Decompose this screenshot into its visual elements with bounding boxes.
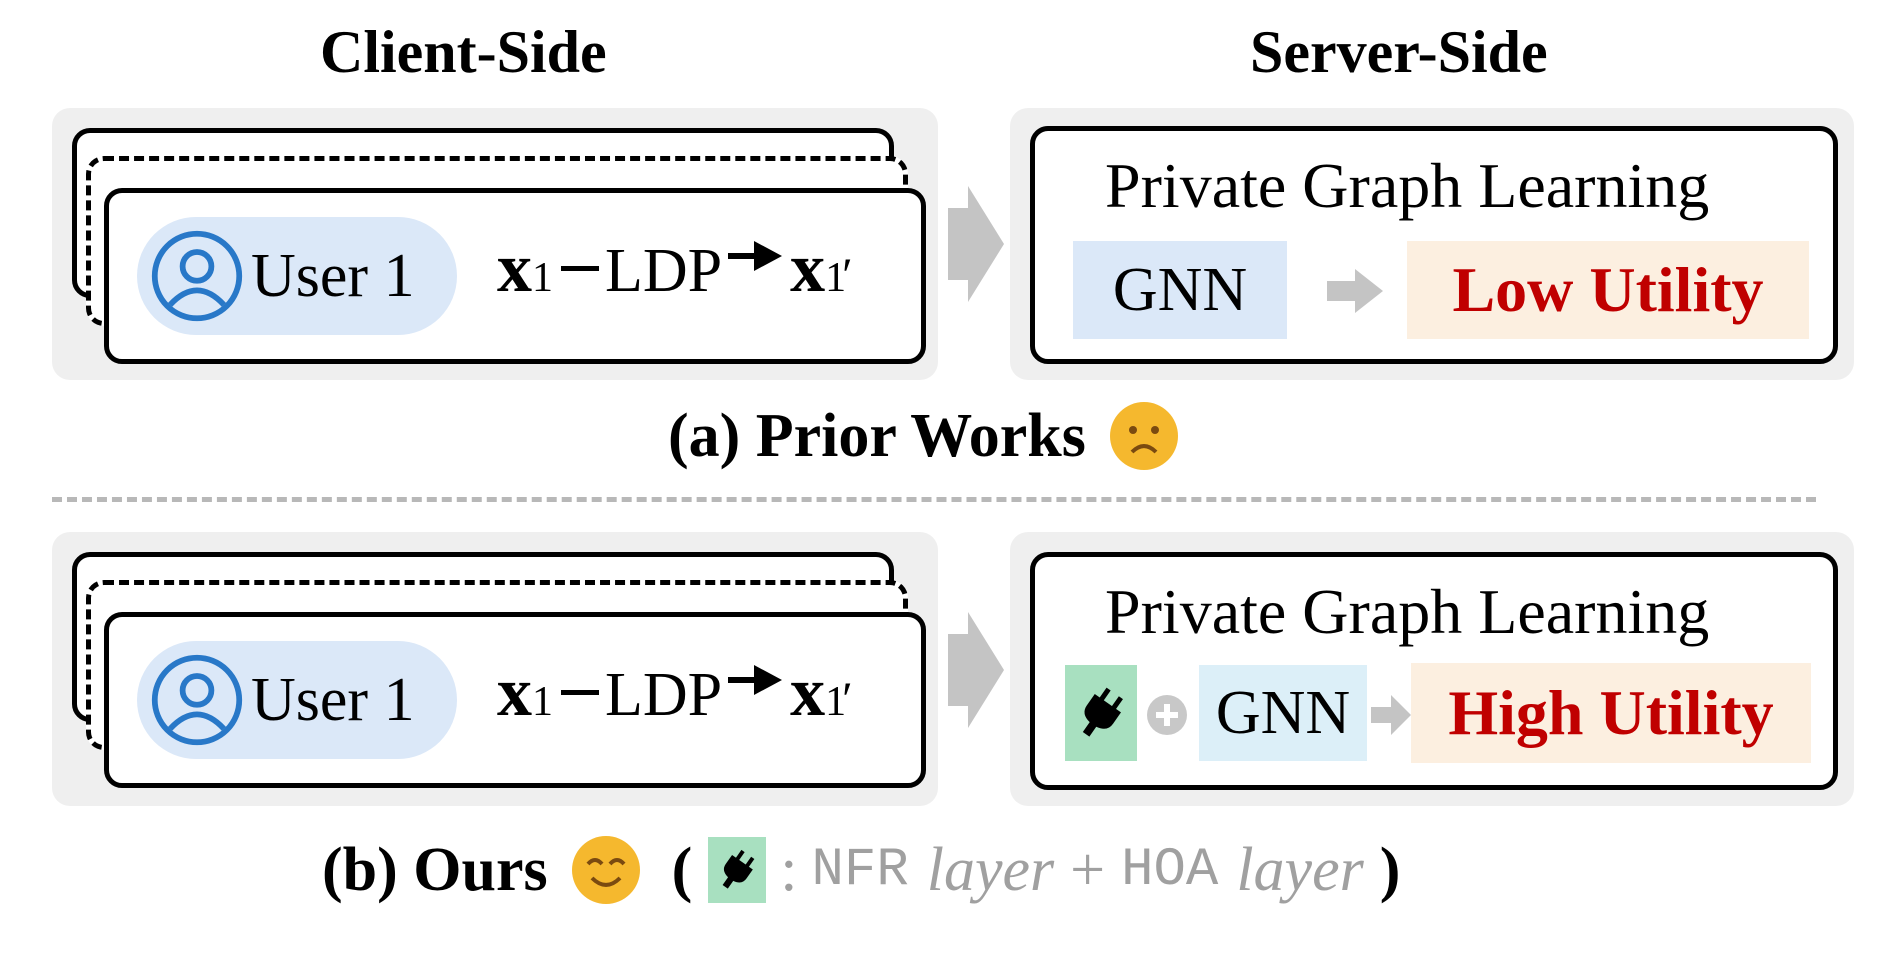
legend-open-paren: (: [671, 835, 693, 904]
plugin-box: [1065, 665, 1137, 761]
flow-arrow-b: [948, 612, 1004, 728]
result-high-utility: High Utility: [1411, 663, 1811, 763]
gnn-box-b: GNN: [1199, 665, 1367, 761]
caption-ours: (b) Ours ( : NFR layer + HOA layer ): [322, 834, 1400, 906]
legend-nfr: NFR: [811, 839, 909, 901]
smile-face-icon: [571, 836, 640, 904]
user-pill-b: User 1: [137, 641, 457, 759]
server-card-b: Private Graph Learning GNN High Utility: [1030, 552, 1838, 790]
user-icon: [151, 230, 243, 322]
legend-colon: :: [780, 835, 798, 904]
sad-face-icon: [1109, 402, 1178, 470]
server-title-b: Private Graph Learning: [1105, 576, 1710, 647]
client-side-header: Client-Side: [320, 19, 607, 85]
plus-circle-icon: [1147, 695, 1187, 735]
user-icon: [151, 654, 243, 746]
server-card-a: Private Graph Learning GNN Low Utility: [1030, 126, 1838, 364]
plugin-icon: [722, 849, 755, 889]
arrow-right-icon: [728, 241, 783, 271]
caption-prior-works: (a) Prior Works: [668, 400, 1180, 472]
legend-close-paren: ): [1379, 835, 1401, 904]
legend-layer-2: layer: [1236, 835, 1364, 904]
legend-layer-1: layer: [926, 835, 1055, 904]
arrow-right-icon: [728, 665, 783, 695]
plugin-icon: [1082, 687, 1123, 737]
arrow-right-icon: [1327, 269, 1383, 313]
legend-hoa: HOA: [1121, 839, 1219, 901]
result-low-utility: Low Utility: [1407, 241, 1809, 339]
legend-plugin-box: [708, 837, 767, 903]
user-label: User 1: [251, 241, 415, 310]
user-label: User 1: [251, 665, 415, 734]
flow-arrow-a: [948, 186, 1004, 302]
user-pill-a: User 1: [137, 217, 457, 335]
arrow-right-icon: [1371, 695, 1411, 735]
server-side-header: Server-Side: [1250, 19, 1548, 85]
legend-plus: +: [1070, 835, 1106, 904]
gnn-box-a: GNN: [1073, 241, 1287, 339]
server-title-a: Private Graph Learning: [1105, 150, 1710, 221]
section-divider: [52, 497, 1816, 502]
